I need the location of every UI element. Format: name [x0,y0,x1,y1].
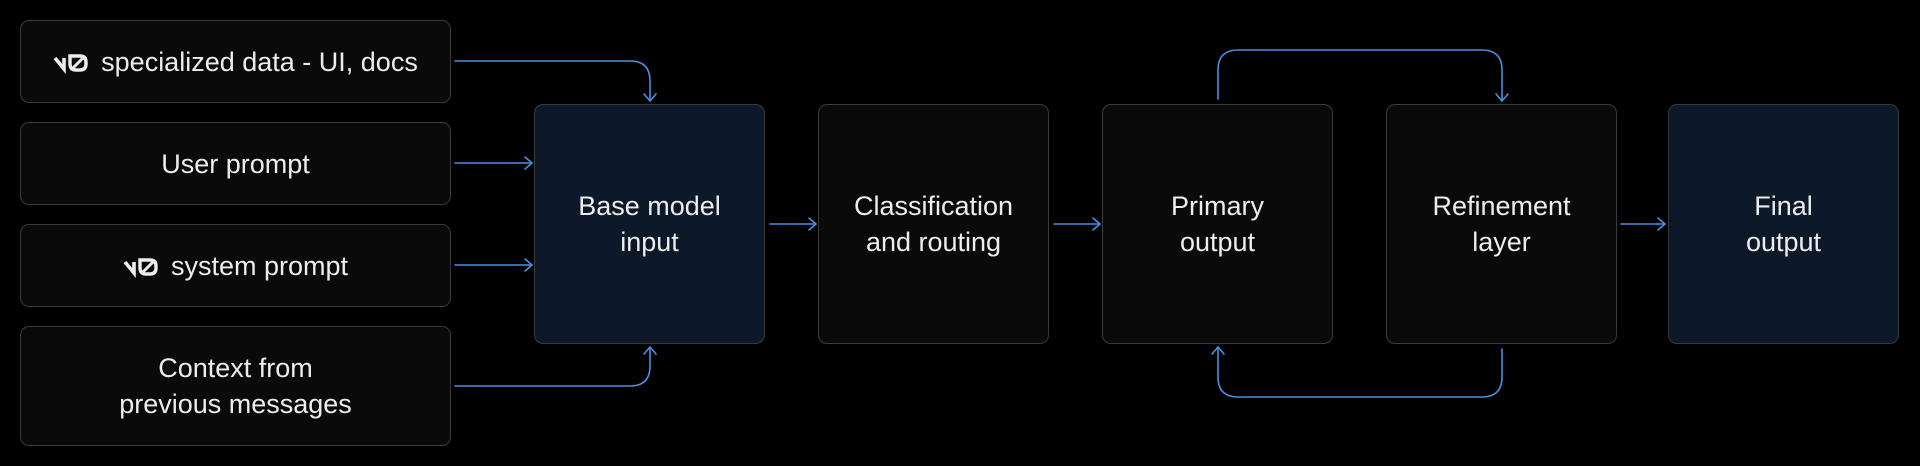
input-context-line1: Context from [158,353,313,383]
stage-base-model-line2: input [620,227,679,257]
arrow-head-icon [1495,93,1509,102]
connector-refinement-to-primary [1217,346,1503,398]
arrow-head-icon [524,156,533,170]
input-context-previous-messages: Context from previous messages [20,326,451,446]
stage-refinement-line2: layer [1472,227,1531,257]
input-user-prompt-label: User prompt [161,148,310,179]
stage-refinement-line1: Refinement [1432,191,1571,221]
input-system-prompt: v0 system prompt [20,224,451,307]
arrow-head-icon [643,93,657,102]
v0-logo-icon [53,52,93,74]
input-specialized-data: v0 specialized data - UI, docs [20,20,451,103]
arrow-head-icon [1092,217,1101,231]
stage-final-line2: output [1745,227,1822,257]
stage-final-output: Final output [1668,104,1899,344]
stage-primary-line1: Primary [1171,191,1264,221]
connector-specialized-to-base [454,60,651,102]
stage-base-model-line1: Base model [578,191,721,221]
stage-classification-line2: and routing [865,227,1002,257]
stage-base-model-input: Base model input [534,104,765,344]
stage-primary-line2: output [1179,227,1256,257]
stage-classification-routing: Classification and routing [818,104,1049,344]
input-user-prompt: User prompt [20,122,451,205]
arrow-head-icon [1657,217,1666,231]
arrow-head-icon [643,346,657,355]
input-context-line2: previous messages [119,389,352,419]
connector-context-to-base [454,346,651,387]
stage-classification-line1: Classification [853,191,1014,221]
arrow-head-icon [808,217,817,231]
v0-logo-icon [123,256,163,278]
arrow-head-icon [524,258,533,272]
input-specialized-label: specialized data - UI, docs [101,46,418,77]
stage-final-line1: Final [1754,191,1813,221]
stage-refinement-layer: Refinement layer [1386,104,1617,344]
arrow-head-icon [1211,346,1225,355]
connector-primary-to-refinement [1217,49,1503,102]
stage-primary-output: Primary output [1102,104,1333,344]
input-system-prompt-label: system prompt [170,250,349,281]
